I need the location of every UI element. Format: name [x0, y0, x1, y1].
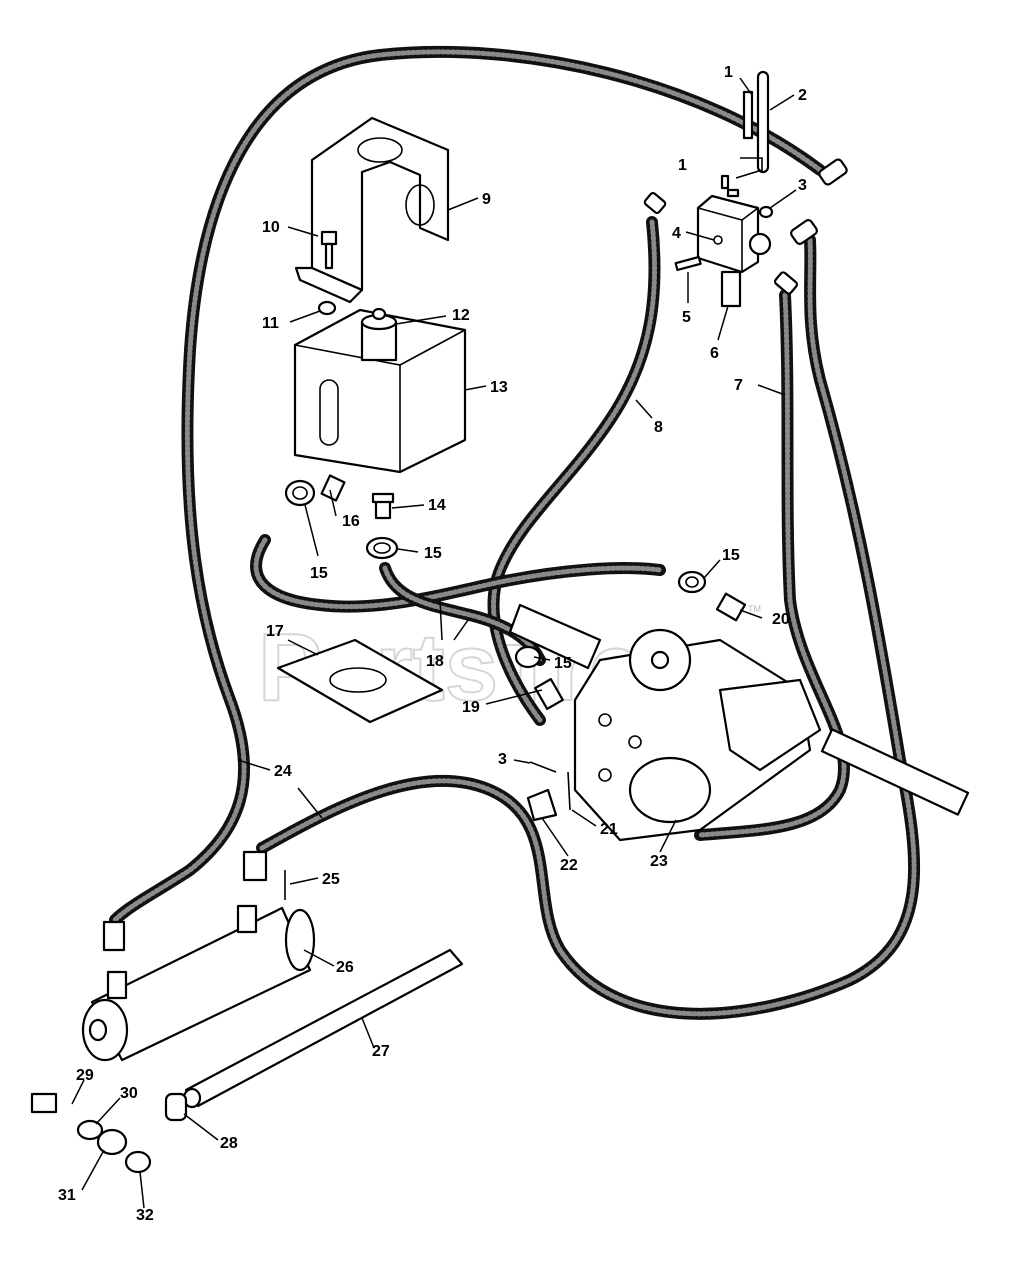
- washer-30: [76, 1119, 104, 1141]
- pin-3: [529, 761, 557, 773]
- small-parts-valve: [674, 174, 774, 272]
- callout-17: 17: [266, 623, 284, 640]
- callout-27: 27: [372, 1043, 390, 1060]
- callout-26: 26: [336, 959, 354, 976]
- callout-25: 25: [322, 871, 340, 888]
- callout-14: 14: [428, 497, 446, 514]
- clamp-15-d: [514, 645, 542, 669]
- clamp-15-c: [677, 570, 707, 594]
- filler-cap-12: [360, 307, 398, 362]
- clamp-15-b: [365, 536, 399, 560]
- nut-32: [124, 1150, 152, 1174]
- bolt-29: [30, 1092, 58, 1114]
- callout-16: 16: [342, 513, 360, 530]
- callout-29: 29: [76, 1067, 94, 1084]
- hose-24-main: [109, 45, 826, 926]
- callout-3-secondary: 3: [498, 751, 507, 768]
- callout-32: 32: [136, 1207, 154, 1224]
- elbow-fittings-valve: [643, 158, 848, 295]
- callout-15: 15: [424, 545, 442, 562]
- callout-3: 3: [798, 177, 807, 194]
- callout-20: 20: [772, 611, 790, 628]
- watermark-trademark: TM: [748, 604, 761, 614]
- fitting-20: [715, 592, 747, 622]
- reservoir-13: [293, 308, 467, 474]
- hose-8: [487, 216, 661, 726]
- fitting-19: [534, 678, 564, 710]
- hose-7: [694, 289, 851, 841]
- callout-6: 6: [710, 345, 719, 362]
- callout-8: 8: [654, 419, 663, 436]
- nut-28: [164, 1092, 188, 1122]
- fitting-25a: [242, 850, 268, 882]
- callout-13: 13: [490, 379, 508, 396]
- clip-22: [526, 788, 558, 822]
- callout-1: 1: [724, 64, 733, 81]
- callout-30: 30: [120, 1085, 138, 1102]
- callout-4: 4: [672, 225, 681, 242]
- callout-10: 10: [262, 219, 280, 236]
- callout-5: 5: [682, 309, 691, 326]
- bolt-10: [320, 230, 338, 270]
- clamp-15-a: [284, 479, 316, 507]
- transmission-23: [508, 603, 970, 842]
- callout-15-tertiary: 15: [722, 547, 740, 564]
- callout-23: 23: [650, 853, 668, 870]
- cylinder-26: [81, 904, 316, 1062]
- rod-end-31: [96, 1128, 128, 1156]
- gasket-17: [276, 638, 444, 724]
- leader-lines: [71, 77, 797, 1209]
- bracket-9: [294, 116, 450, 304]
- callout-21: 21: [600, 821, 618, 838]
- callout-15-secondary: 15: [310, 565, 328, 582]
- callout-2: 2: [798, 87, 807, 104]
- callout-19: 19: [462, 699, 480, 716]
- callout-22: 22: [560, 857, 578, 874]
- fitting-16: [320, 474, 346, 502]
- rod-27: [182, 948, 464, 1109]
- callout-labels: 1 2 3 4 5 6 7 8 9 10 11 12 13 14 15 16 1…: [58, 64, 807, 1224]
- callout-9: 9: [482, 191, 491, 208]
- hose-24-lower: [256, 234, 921, 1020]
- fitting-14: [371, 492, 395, 520]
- spring-21: [567, 771, 571, 811]
- callout-18: 18: [426, 653, 444, 670]
- hose-18-b: [379, 562, 546, 666]
- callout-31: 31: [58, 1187, 76, 1204]
- fitting-24a: [102, 920, 126, 952]
- callout-28: 28: [220, 1135, 238, 1152]
- callout-15-quaternary: 15: [554, 655, 572, 672]
- nut-11: [317, 300, 337, 316]
- callout-12: 12: [452, 307, 470, 324]
- lever-1-2: [735, 70, 770, 179]
- callout-11: 11: [262, 315, 279, 332]
- callout-7: 7: [734, 377, 743, 394]
- callout-1-secondary: 1: [678, 157, 687, 174]
- callout-24: 24: [274, 763, 292, 780]
